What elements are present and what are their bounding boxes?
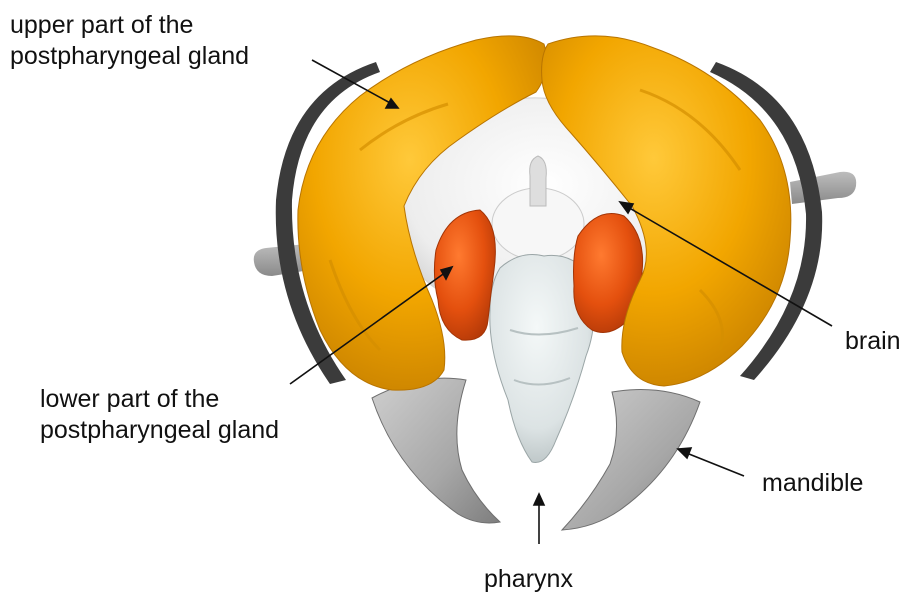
label-lower-line-1: lower part of the [40, 384, 279, 415]
label-upper-line-1: upper part of the [10, 10, 249, 41]
label-pharynx: pharynx [484, 564, 573, 595]
label-mandible: mandible [762, 468, 863, 499]
arrowhead-pharynx [534, 494, 544, 505]
arrowhead-mandible [678, 448, 691, 458]
label-upper-line-2: postpharyngeal gland [10, 41, 249, 72]
mandible-left [372, 378, 500, 523]
mandible-right [562, 390, 700, 530]
label-brain: brain [845, 326, 901, 357]
label-lower-postpharyngeal-gland: lower part of the postpharyngeal gland [40, 384, 279, 446]
label-lower-line-2: postpharyngeal gland [40, 415, 279, 446]
label-upper-postpharyngeal-gland: upper part of the postpharyngeal gland [10, 10, 249, 72]
brain-stalk [530, 156, 547, 206]
leader-line-mandible [684, 452, 744, 476]
